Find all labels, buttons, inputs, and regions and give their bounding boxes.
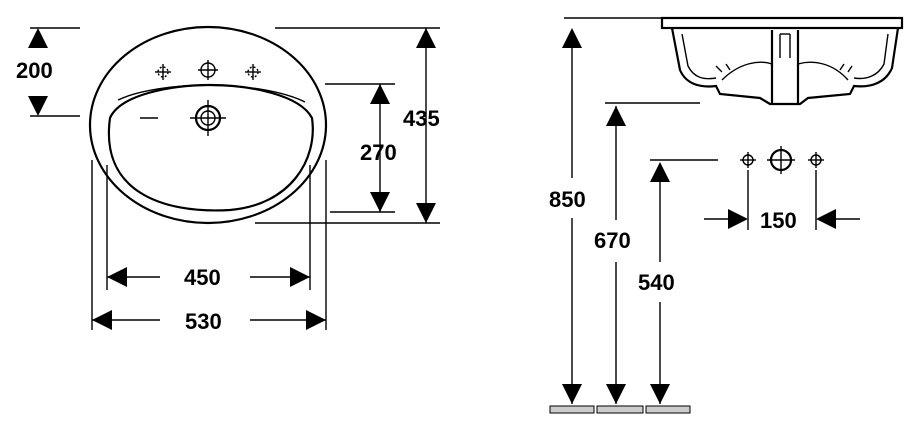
label-670: 670 xyxy=(594,228,631,253)
tap-hole-center xyxy=(198,60,218,80)
basin-inner-bowl xyxy=(107,83,314,212)
tap-hole-left-optional xyxy=(155,64,171,80)
label-540: 540 xyxy=(638,270,675,295)
dimension-270: 270 xyxy=(325,83,397,213)
dimension-200: 200 xyxy=(16,27,80,117)
dimension-150: 150 xyxy=(704,170,860,233)
drain-pipe xyxy=(770,30,800,104)
floor xyxy=(549,405,691,414)
side-tap-holes xyxy=(740,146,824,174)
top-view-basin xyxy=(88,25,328,225)
side-view-basin xyxy=(660,16,904,106)
countertop-rim xyxy=(660,16,904,30)
dimension-540: 540 xyxy=(638,159,718,404)
label-450: 450 xyxy=(184,265,221,290)
floor-block-3 xyxy=(645,405,691,414)
label-270: 270 xyxy=(360,140,397,165)
label-435: 435 xyxy=(403,106,440,131)
dimension-670: 670 xyxy=(594,102,700,404)
side-tap-hole-right xyxy=(808,152,824,168)
side-tap-hole-left xyxy=(740,152,756,168)
floor-block-2 xyxy=(596,405,644,414)
basin-outer-rim xyxy=(88,25,328,225)
label-150: 150 xyxy=(760,208,797,233)
dimension-530: 530 xyxy=(91,160,327,334)
label-850: 850 xyxy=(549,187,586,212)
floor-block-1 xyxy=(549,405,595,414)
basin-ledge-line xyxy=(117,84,306,103)
drain-hole xyxy=(140,100,226,136)
label-530: 530 xyxy=(185,309,222,334)
dimension-850: 850 xyxy=(549,17,662,404)
dimension-435: 435 xyxy=(255,27,440,224)
dimension-450: 450 xyxy=(106,165,311,290)
side-tap-hole-center xyxy=(767,146,795,174)
label-200: 200 xyxy=(16,58,53,83)
tap-hole-right-optional xyxy=(245,64,261,80)
basin-section-bowl xyxy=(670,27,900,106)
